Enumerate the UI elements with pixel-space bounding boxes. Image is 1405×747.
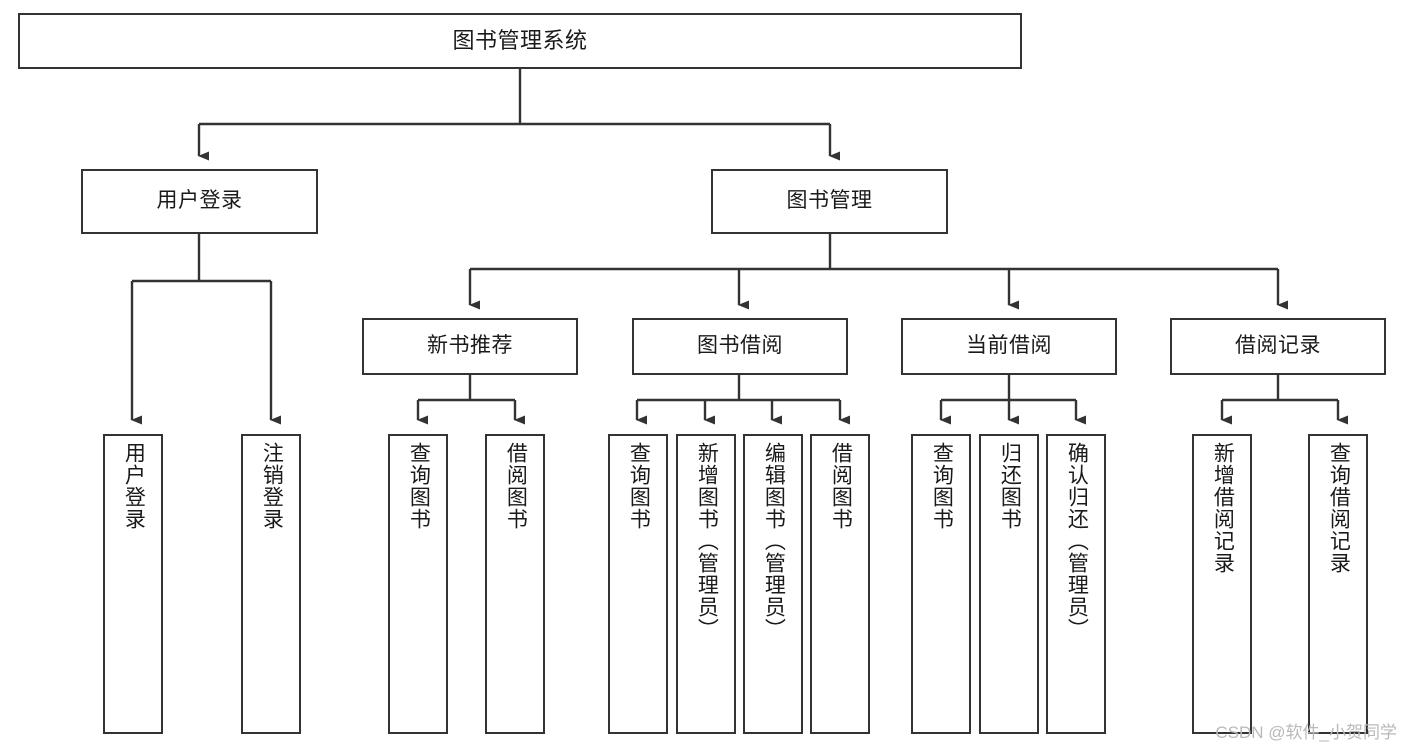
leaf-edit-book[interactable]: 编辑图书（管理员） (743, 434, 803, 734)
leaf-query-book-3[interactable]: 查询图书 (911, 434, 971, 734)
node-book-borrow[interactable]: 图书借阅 (632, 318, 848, 375)
leaf-query-record-label: 查询借阅记录 (1327, 442, 1351, 574)
leaf-borrow-book-1-label: 借阅图书 (504, 442, 528, 530)
leaf-borrow-book-2-label: 借阅图书 (829, 442, 853, 530)
node-borrow-record[interactable]: 借阅记录 (1170, 318, 1386, 375)
leaf-return-book-label: 归还图书 (998, 442, 1022, 530)
leaf-borrow-book-1[interactable]: 借阅图书 (485, 434, 545, 734)
leaf-confirm-return[interactable]: 确认归还（管理员） (1046, 434, 1106, 734)
leaf-add-book-label: 新增图书（管理员） (695, 442, 719, 640)
leaf-logout[interactable]: 注销登录 (241, 434, 301, 734)
leaf-return-book[interactable]: 归还图书 (979, 434, 1039, 734)
node-book-management[interactable]: 图书管理 (711, 169, 948, 234)
leaf-add-book[interactable]: 新增图书（管理员） (676, 434, 736, 734)
node-book-borrow-label: 图书借阅 (697, 334, 783, 358)
csdn-watermark: CSDN @软件_小贺同学 (1215, 723, 1397, 742)
node-user-login[interactable]: 用户登录 (81, 169, 318, 234)
leaf-query-book-1-label: 查询图书 (407, 442, 431, 530)
leaf-logout-label: 注销登录 (260, 442, 284, 530)
leaf-edit-book-label: 编辑图书（管理员） (762, 442, 786, 640)
leaf-user-login-label: 用户登录 (122, 442, 146, 530)
node-book-management-label: 图书管理 (786, 189, 873, 213)
leaf-query-book-2-label: 查询图书 (627, 442, 651, 530)
leaf-user-login[interactable]: 用户登录 (103, 434, 163, 734)
node-new-book-recommend[interactable]: 新书推荐 (362, 318, 578, 375)
node-root[interactable]: 图书管理系统 (18, 13, 1022, 69)
leaf-query-book-1[interactable]: 查询图书 (388, 434, 448, 734)
node-borrow-record-label: 借阅记录 (1235, 334, 1321, 358)
leaf-add-record[interactable]: 新增借阅记录 (1192, 434, 1252, 734)
node-new-book-recommend-label: 新书推荐 (427, 334, 513, 358)
node-current-borrow-label: 当前借阅 (966, 334, 1052, 358)
node-user-login-label: 用户登录 (156, 189, 243, 213)
leaf-query-record[interactable]: 查询借阅记录 (1308, 434, 1368, 734)
leaf-add-record-label: 新增借阅记录 (1211, 442, 1235, 574)
leaf-query-book-3-label: 查询图书 (930, 442, 954, 530)
leaf-confirm-return-label: 确认归还（管理员） (1065, 442, 1089, 640)
node-current-borrow[interactable]: 当前借阅 (901, 318, 1117, 375)
leaf-borrow-book-2[interactable]: 借阅图书 (810, 434, 870, 734)
leaf-query-book-2[interactable]: 查询图书 (608, 434, 668, 734)
node-root-label: 图书管理系统 (452, 28, 588, 54)
